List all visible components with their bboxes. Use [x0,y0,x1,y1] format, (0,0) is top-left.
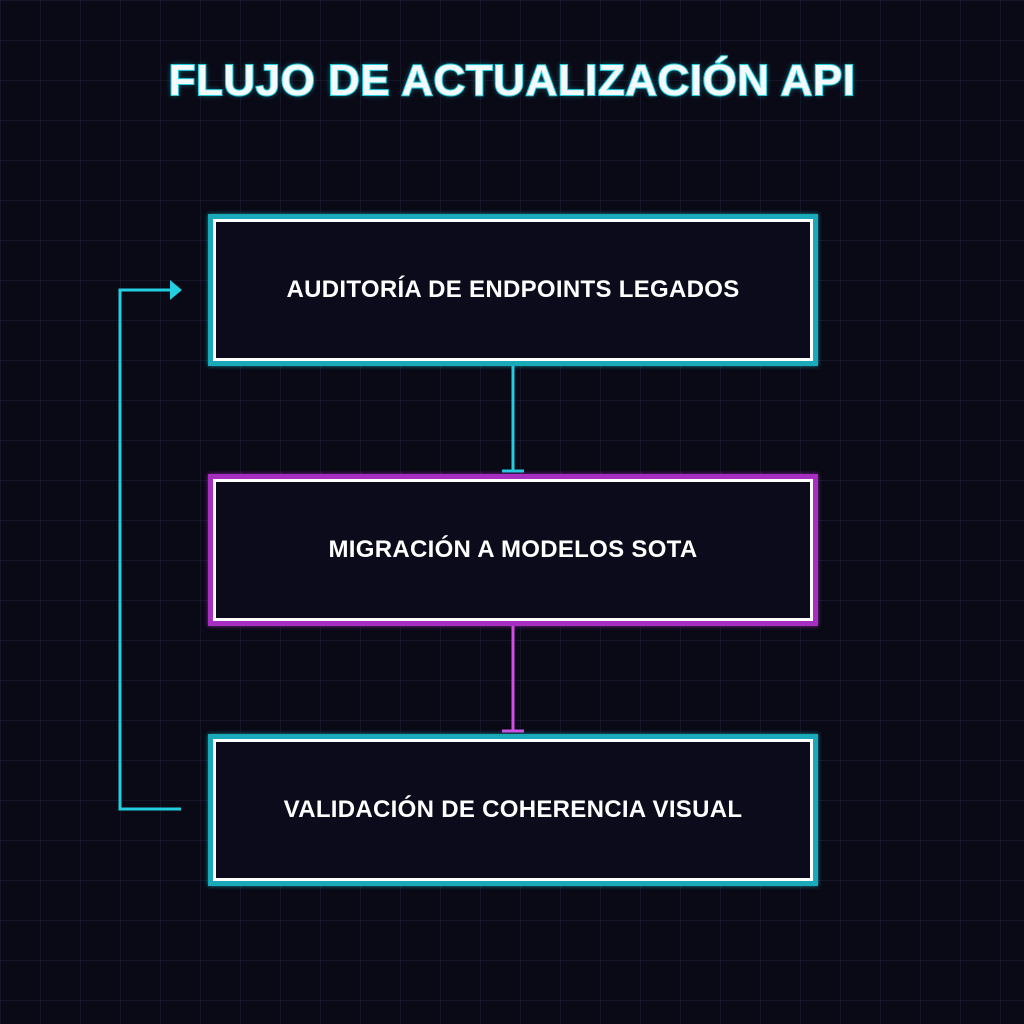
step-3-box: VALIDACIÓN DE COHERENCIA VISUAL [208,734,818,886]
step-3-label: VALIDACIÓN DE COHERENCIA VISUAL [283,796,743,823]
step-1-box: AUDITORÍA DE ENDPOINTS LEGADOS [208,214,818,366]
connector-1-to-2 [502,362,524,473]
loop-back-arrowhead [170,280,182,300]
loop-back-connector [118,280,182,811]
connector-2-to-3 [502,622,524,733]
step-2-label: MIGRACIÓN A MODELOS SOTA [328,536,698,563]
step-2-box: MIGRACIÓN A MODELOS SOTA [208,474,818,626]
diagram-title: FLUJO DE ACTUALIZACIÓN API [168,55,856,106]
step-1-label: AUDITORÍA DE ENDPOINTS LEGADOS [286,276,740,303]
